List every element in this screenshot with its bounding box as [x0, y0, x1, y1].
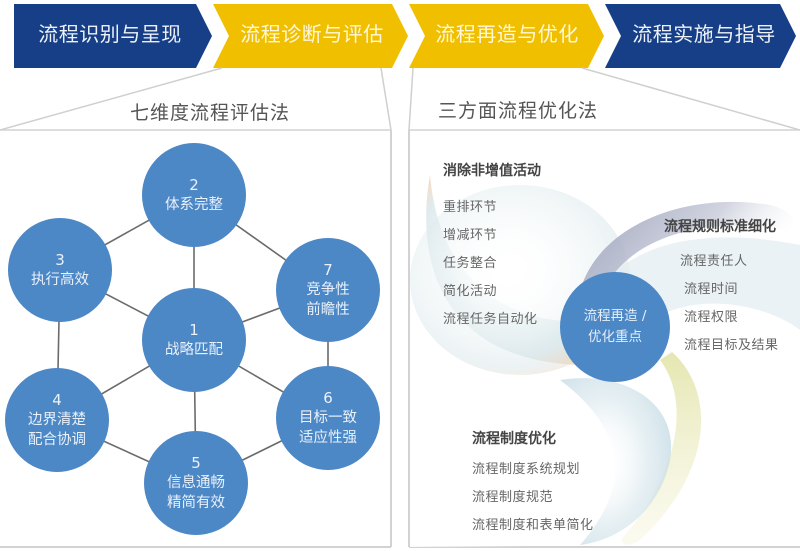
step-3-chevron	[409, 4, 604, 68]
node-number: 2	[189, 176, 199, 194]
node-2-system-completeness: 2 体系完整	[142, 143, 246, 247]
group-2-item: 流程时间	[684, 282, 739, 297]
node-number: 7	[323, 261, 333, 279]
step-1-label: 流程识别与呈现	[38, 22, 182, 46]
group-2-title: 流程规则标准细化	[664, 219, 776, 235]
center-label-line-2: 优化重点	[588, 329, 642, 345]
right-panel-title: 三方面流程优化法	[438, 100, 599, 122]
node-label-line-2: 适应性强	[299, 430, 357, 446]
node-label-line-1: 目标一致	[299, 410, 357, 426]
group-1-item: 流程任务自动化	[443, 312, 538, 327]
node-number: 6	[323, 389, 333, 407]
node-number: 4	[52, 391, 62, 409]
node-label: 体系完整	[165, 197, 223, 213]
group-2-item: 流程权限	[684, 310, 739, 325]
step-4-chevron	[605, 4, 796, 68]
group-2-item: 流程责任人	[680, 254, 748, 269]
step-1-chevron	[14, 4, 212, 68]
step-2-label: 流程诊断与评估	[240, 22, 384, 46]
group-1-title: 消除非增值活动	[443, 163, 541, 179]
left-panel-title: 七维度流程评估法	[130, 102, 291, 124]
node-3-execution-efficiency: 3 执行高效	[8, 218, 112, 322]
node-label-line-2: 配合协调	[28, 432, 86, 448]
node-5-information-flow: 5 信息通畅 精简有效	[144, 431, 248, 535]
step-4-label: 流程实施与指导	[632, 22, 776, 46]
group-1-item: 重排环节	[443, 200, 498, 215]
group-2-item: 流程目标及结果	[684, 338, 779, 353]
group-3-item: 流程制度和表单简化	[472, 518, 594, 533]
center-node-reengineering-focus: 流程再造 / 优化重点	[560, 272, 670, 382]
center-label-line-1: 流程再造 /	[583, 308, 647, 324]
node-label: 执行高效	[31, 272, 89, 288]
node-label-line-1: 信息通畅	[167, 475, 225, 491]
node-number: 5	[191, 454, 201, 472]
node-number: 3	[55, 251, 65, 269]
node-label-line-2: 精简有效	[167, 495, 225, 511]
group-3-title: 流程制度优化	[472, 431, 556, 447]
node-label-line-1: 竞争性	[306, 282, 350, 298]
node-4-clear-boundaries: 4 边界清楚 配合协调	[5, 368, 109, 472]
node-label-line-1: 边界清楚	[28, 412, 86, 428]
node-label-line-2: 前瞻性	[306, 302, 350, 318]
node-1-strategy-alignment: 1 战略匹配	[142, 288, 246, 392]
node-label: 战略匹配	[165, 342, 223, 358]
node-7-competitiveness: 7 竞争性 前瞻性	[276, 238, 380, 342]
step-2-chevron	[213, 4, 408, 68]
group-1-item: 增减环节	[443, 228, 498, 243]
node-6-goal-consistency: 6 目标一致 适应性强	[276, 366, 380, 470]
step-3-label: 流程再造与优化	[435, 22, 579, 46]
group-3-item: 流程制度规范	[472, 490, 554, 505]
group-1-item: 任务整合	[443, 256, 498, 271]
node-number: 1	[189, 321, 199, 339]
group-1-item: 简化活动	[443, 284, 498, 299]
group-3-item: 流程制度系统规划	[472, 462, 581, 477]
